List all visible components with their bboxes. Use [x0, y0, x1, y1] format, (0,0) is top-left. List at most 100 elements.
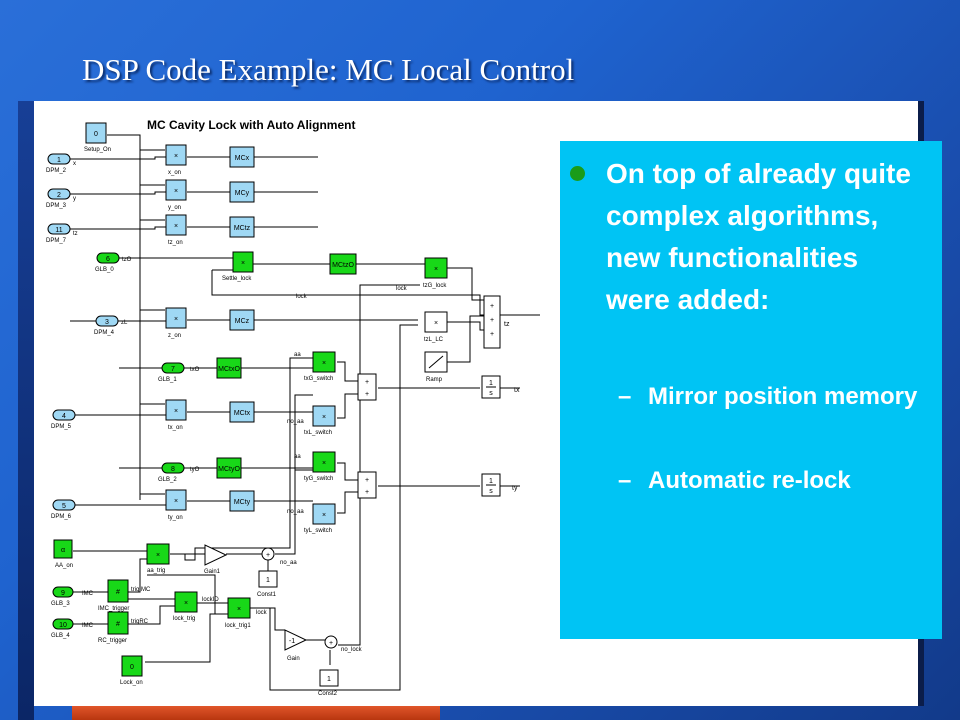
- sum-no-aa: +: [261, 547, 275, 561]
- svg-text:7: 7: [171, 366, 175, 373]
- controller-mcy: MCy: [229, 181, 255, 203]
- controller-mctxo: MCtxO: [216, 357, 242, 379]
- svg-text:Gain: Gain: [287, 656, 300, 662]
- svg-text:+: +: [490, 317, 494, 324]
- bullet-dot-icon: [570, 166, 585, 181]
- product-tzg-lock: ×tzG_lock: [423, 257, 448, 289]
- svg-text:MCx: MCx: [235, 155, 250, 162]
- svg-text:+: +: [365, 489, 369, 496]
- inport-blocks: 1 DPM_2 x 2 DPM_3 y 11 DPM_7 tz 6 GLB_0 …: [46, 153, 200, 639]
- svg-text:DPM_3: DPM_3: [46, 203, 67, 209]
- svg-text:Settle_lock: Settle_lock: [222, 276, 252, 282]
- svg-text:+: +: [365, 391, 369, 398]
- svg-text:2: 2: [57, 192, 61, 199]
- sub-bullet-text: Automatic re-lock: [648, 467, 851, 494]
- svg-text:ty: ty: [512, 485, 518, 492]
- svg-text:GLB_3: GLB_3: [51, 601, 70, 607]
- svg-text:×: ×: [322, 512, 326, 519]
- inport-dpm4: 3 DPM_4 zL: [94, 315, 128, 336]
- constant-const1: 1 Const1: [257, 570, 278, 598]
- svg-text:y: y: [73, 196, 76, 202]
- controller-mcz: MCz: [229, 309, 255, 331]
- svg-text:no_aa: no_aa: [287, 419, 304, 425]
- svg-text:1: 1: [327, 676, 331, 683]
- svg-text:RC_trigger: RC_trigger: [98, 638, 127, 644]
- svg-text:3: 3: [105, 319, 109, 326]
- svg-text:MCtxO: MCtxO: [218, 366, 240, 373]
- controller-blocks: MCx MCy MCtz MCtzO MCz MCtxO MCtx MCtyO …: [216, 146, 357, 512]
- svg-text:lock: lock: [296, 294, 308, 300]
- svg-text:Gain1: Gain1: [204, 569, 221, 575]
- svg-text:GLB_0: GLB_0: [95, 267, 114, 273]
- product-z-on: ×z_on: [165, 307, 187, 339]
- sub-bullet-text: Mirror position memory: [648, 383, 918, 410]
- svg-text:txO: txO: [190, 367, 200, 373]
- signal-labels: tz tx ty aa no_aa aa no_aa no_aa lock lo…: [131, 286, 520, 653]
- svg-text:x_on: x_on: [168, 170, 181, 176]
- svg-text:tzO: tzO: [122, 257, 132, 263]
- switch-tyg: ×tyG_switch: [304, 451, 336, 482]
- svg-text:MCty: MCty: [234, 499, 251, 506]
- svg-text:trigIMC: trigIMC: [131, 587, 151, 593]
- svg-text:MCy: MCy: [235, 190, 250, 197]
- svg-text:lock: lock: [396, 286, 408, 292]
- svg-text:ty_on: ty_on: [168, 515, 183, 521]
- svg-text:no_aa: no_aa: [280, 560, 297, 566]
- svg-text:5: 5: [62, 503, 66, 510]
- slide-title: DSP Code Example: MC Local Control: [82, 52, 575, 87]
- product-aa-trig: ×aa_trig: [146, 543, 170, 574]
- svg-text:Setup_On: Setup_On: [84, 147, 111, 153]
- svg-text:+: +: [365, 477, 369, 484]
- constant-lock-on: 0 Lock_on: [120, 655, 143, 686]
- inport-glb0: 6 GLB_0 tzO: [95, 252, 132, 273]
- product-lock-trig: × lock_trig: [173, 591, 198, 622]
- inport-dpm7: 11 DPM_7 tz: [46, 223, 78, 244]
- product-tx-on: ×tx_on: [165, 399, 187, 431]
- bullet-panel: On top of already quite complex algorith…: [560, 141, 942, 639]
- sum-ty: ++: [357, 471, 377, 499]
- svg-text:DPM_2: DPM_2: [46, 168, 67, 174]
- svg-text:lock_trig: lock_trig: [173, 616, 195, 622]
- svg-text:MCtzO: MCtzO: [332, 262, 354, 269]
- svg-text:txG_switch: txG_switch: [304, 376, 333, 382]
- inport-glb3: 9 GLB_3 IMC: [51, 586, 94, 607]
- svg-text:×: ×: [434, 266, 438, 273]
- svg-text:s: s: [489, 390, 493, 397]
- svg-text:×: ×: [322, 460, 326, 467]
- svg-text:trigRC: trigRC: [131, 619, 149, 625]
- inport-dpm5: 4 DPM_5: [51, 409, 76, 430]
- product-y-on: ×y_on: [165, 179, 187, 211]
- svg-text:MCtx: MCtx: [234, 410, 251, 417]
- product-ty-on: × ty_on: [165, 489, 187, 521]
- trigger-blocks: #IMC_trigger #RC_trigger: [98, 579, 129, 644]
- svg-text:y_on: y_on: [168, 205, 181, 211]
- svg-text:Const2: Const2: [318, 691, 338, 697]
- svg-text:Ramp: Ramp: [426, 377, 443, 383]
- sum-blocks: +++ ++ ++ + +: [261, 295, 501, 649]
- svg-text:MCtyO: MCtyO: [218, 466, 240, 473]
- svg-text:tyL_switch: tyL_switch: [304, 528, 332, 534]
- svg-text:GLB_4: GLB_4: [51, 633, 70, 639]
- svg-text:s: s: [489, 488, 493, 495]
- product-x-on: ×x_on: [165, 144, 187, 176]
- controller-mcty: MCty: [229, 490, 255, 512]
- svg-text:+: +: [329, 640, 333, 647]
- inport-glb1: 7 GLB_1 txO: [158, 362, 200, 383]
- svg-text:GLB_2: GLB_2: [158, 477, 177, 483]
- controller-mcx: MCx: [229, 146, 255, 168]
- inport-dpm2: 1 DPM_2 x: [46, 153, 76, 174]
- svg-text:#: #: [116, 589, 120, 596]
- controller-mctzo: MCtzO: [329, 253, 357, 275]
- svg-text:MCz: MCz: [235, 318, 250, 325]
- product-tzl-lc: ×tzL_LC: [424, 311, 448, 343]
- svg-text:lock: lock: [256, 610, 268, 616]
- product-blocks: ×x_on ×y_on ×tz_on ×z_on ×tx_on ×ty_on ×…: [146, 144, 448, 629]
- svg-text:×: ×: [184, 600, 188, 607]
- svg-text:z_on: z_on: [168, 333, 181, 339]
- svg-text:10: 10: [59, 622, 67, 629]
- svg-text:#: #: [116, 621, 120, 628]
- controller-mctz: MCtz: [229, 216, 255, 238]
- controller-mctx: MCtx: [229, 401, 255, 423]
- svg-text:×: ×: [174, 498, 178, 505]
